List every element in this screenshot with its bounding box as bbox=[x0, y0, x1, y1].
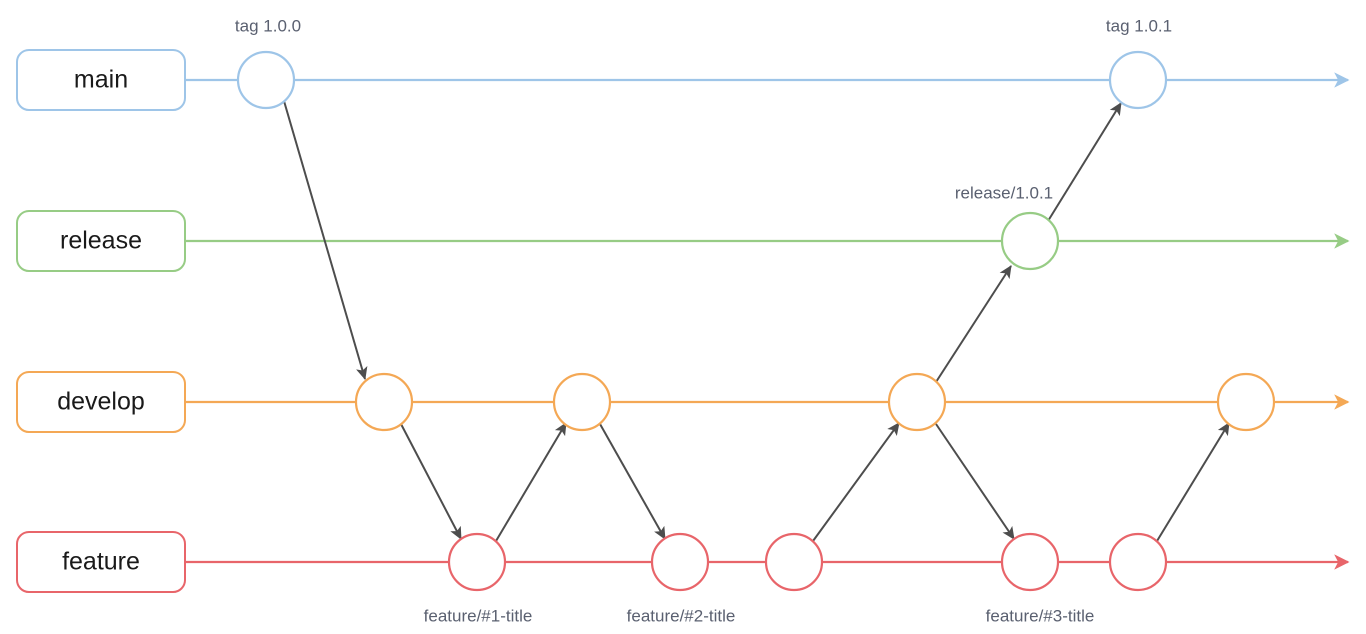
annotations-group: tag 1.0.0 tag 1.0.1 release/1.0.1 feature/#… bbox=[235, 16, 1172, 625]
merge-arrow-develop-to-release bbox=[935, 265, 1012, 383]
lane-boxes-group: main release develop feature bbox=[16, 49, 186, 593]
annotation-tag-100: tag 1.0.0 bbox=[235, 16, 301, 35]
lane-box-main bbox=[16, 49, 186, 111]
commit-node-feature-c4[interactable] bbox=[1000, 532, 1060, 592]
lane-label-text-main: main bbox=[74, 66, 128, 94]
merge-arrow-release-to-main bbox=[1047, 102, 1122, 222]
lane-label-develop[interactable]: develop bbox=[16, 371, 186, 433]
merge-arrow-develop-to-feature-4 bbox=[935, 423, 1015, 540]
merge-arrows-group bbox=[283, 100, 1230, 542]
lane-label-release[interactable]: release bbox=[16, 210, 186, 272]
commit-node-develop-c2[interactable] bbox=[552, 372, 612, 432]
lane-box-develop bbox=[16, 371, 186, 433]
commit-node-release-c1[interactable] bbox=[1000, 211, 1060, 271]
merge-arrow-feature-1-to-develop bbox=[495, 422, 567, 542]
commit-node-develop-c1[interactable] bbox=[354, 372, 414, 432]
commit-node-develop-c3[interactable] bbox=[887, 372, 947, 432]
commit-node-feature-c2[interactable] bbox=[650, 532, 710, 592]
lane-box-release bbox=[16, 210, 186, 272]
merge-arrow-main-to-develop bbox=[283, 100, 368, 380]
merge-arrow-feature-3-to-develop bbox=[812, 422, 900, 542]
lane-label-main[interactable]: main bbox=[16, 49, 186, 111]
lane-box-feature bbox=[16, 531, 186, 593]
annotation-feature-1-title: feature/#1-title bbox=[424, 606, 533, 625]
commit-node-main-c2[interactable] bbox=[1108, 50, 1168, 110]
lane-label-text-develop: develop bbox=[57, 388, 145, 416]
annotation-tag-101: tag 1.0.1 bbox=[1106, 16, 1172, 35]
annotation-release-branch-name: release/1.0.1 bbox=[955, 183, 1053, 202]
commit-node-feature-c3[interactable] bbox=[764, 532, 824, 592]
commit-node-develop-c4[interactable] bbox=[1216, 372, 1276, 432]
merge-arrow-feature-5-to-develop bbox=[1156, 422, 1230, 542]
lane-label-feature[interactable]: feature bbox=[16, 531, 186, 593]
commit-node-feature-c1[interactable] bbox=[447, 532, 507, 592]
merge-arrow-develop-to-feature-2 bbox=[599, 423, 666, 540]
lane-label-text-feature: feature bbox=[62, 548, 140, 576]
commit-node-feature-c5[interactable] bbox=[1108, 532, 1168, 592]
merge-arrow-develop-to-feature-1 bbox=[400, 423, 462, 540]
commit-node-main-c1[interactable] bbox=[236, 50, 296, 110]
annotation-feature-3-title: feature/#3-title bbox=[986, 606, 1095, 625]
annotation-feature-2-title: feature/#2-title bbox=[627, 606, 736, 625]
commit-nodes-group bbox=[236, 50, 1276, 592]
branch-lines-group bbox=[185, 72, 1350, 570]
lane-label-text-release: release bbox=[60, 227, 142, 255]
